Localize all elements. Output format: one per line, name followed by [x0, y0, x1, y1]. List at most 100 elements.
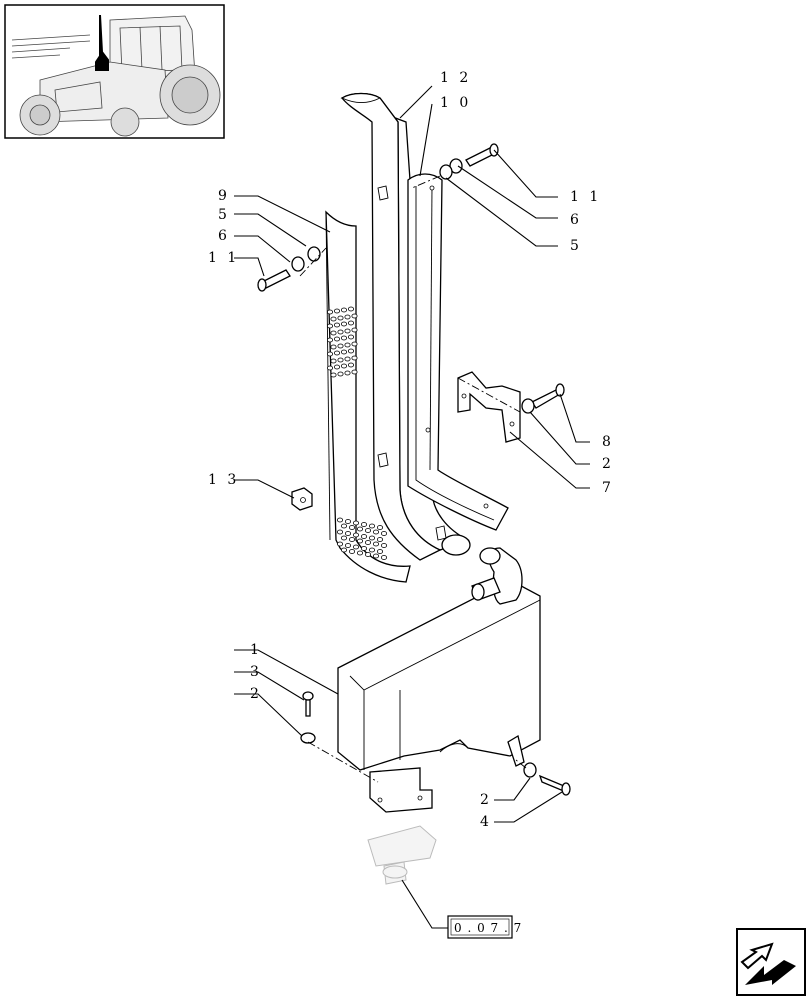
- perforation-hole: [352, 532, 359, 538]
- perforation-hole: [344, 356, 351, 362]
- exhaust-tail-pipe: [340, 92, 471, 561]
- callout-6-left: 6: [218, 228, 230, 244]
- perforation-hole: [352, 544, 359, 550]
- callout-5-right: 5: [570, 238, 582, 254]
- tractor-thumbnail-icon: [4, 4, 225, 139]
- bolt-part-11-right: [439, 143, 499, 180]
- callout-2-right: 2: [480, 792, 492, 808]
- callout-4: 4: [480, 814, 492, 830]
- perforation-hole: [337, 357, 344, 363]
- perforation-hole: [340, 321, 347, 327]
- perforation-hole: [340, 363, 347, 369]
- perforation-hole: [340, 547, 347, 553]
- perforation-hole: [344, 370, 351, 376]
- perforated-heat-shield: [325, 210, 411, 583]
- perforation-hole: [376, 525, 383, 530]
- perforation-hole: [336, 529, 343, 535]
- callout-13: 1 3: [208, 472, 239, 488]
- perforation-hole: [372, 553, 379, 559]
- perforation-hole: [364, 528, 371, 533]
- perforation-hole: [337, 371, 344, 377]
- perforation-hole: [330, 316, 337, 322]
- perforation-hole: [326, 309, 333, 315]
- perforation-hole: [368, 547, 375, 553]
- perforation-hole: [368, 523, 375, 529]
- perforation-hole: [330, 372, 337, 378]
- ghost-connecting-part: [367, 825, 437, 885]
- perforation-hole: [376, 537, 383, 542]
- perforation-hole: [347, 334, 354, 340]
- perforation-hole: [340, 307, 347, 313]
- bolt-part-11-left: [257, 246, 321, 292]
- perforation-hole: [356, 538, 363, 544]
- callout-7: 7: [602, 480, 614, 496]
- perforation-hole: [344, 314, 351, 320]
- perforation-hole: [330, 344, 337, 350]
- callout-6-right: 6: [570, 212, 582, 228]
- callout-1: 1: [250, 642, 262, 658]
- perforation-hole: [372, 529, 379, 535]
- perforation-hole: [336, 517, 343, 523]
- perforation-hole: [340, 349, 347, 355]
- callout-leaders: [234, 85, 590, 929]
- next-page-arrow-icon[interactable]: [736, 928, 806, 996]
- callout-5-left: 5: [218, 207, 230, 223]
- perforation-hole: [348, 525, 355, 530]
- perforation-hole: [351, 327, 358, 333]
- perforation-hole: [337, 343, 344, 349]
- perforation-hole: [337, 329, 344, 335]
- perforation-hole: [356, 550, 363, 556]
- callout-11-right: 1 1: [570, 189, 601, 205]
- perforation-hole: [348, 537, 355, 542]
- perforation-hole: [340, 335, 347, 341]
- bolt-part-4: [523, 762, 571, 796]
- bolt-part-3: [300, 691, 316, 744]
- perforation-hole: [326, 337, 333, 343]
- perforation-hole: [344, 342, 351, 348]
- callout-2-left: 2: [250, 686, 262, 702]
- bolt-part-8: [521, 383, 565, 414]
- pipe-shield: [407, 173, 509, 531]
- perforation-hole: [330, 330, 337, 336]
- perforation-hole: [347, 348, 354, 354]
- reference-box[interactable]: 0 . 0 7 . 7: [447, 915, 522, 939]
- perforation-hole: [344, 328, 351, 334]
- perforation-hole: [351, 341, 358, 347]
- perforation-hole: [360, 522, 367, 527]
- perforation-hole: [380, 543, 387, 548]
- callout-9: 9: [218, 188, 230, 204]
- perforation-hole: [364, 552, 371, 557]
- perforation-hole: [333, 336, 340, 342]
- perforation-hole: [336, 541, 343, 547]
- perforation-hole: [330, 358, 337, 364]
- perforation-hole: [337, 315, 344, 321]
- callout-2-bracket: 2: [602, 456, 614, 472]
- perforation-hole: [360, 546, 367, 551]
- perforation-hole: [352, 520, 359, 526]
- perforation-hole: [340, 535, 347, 541]
- perforation-hole: [347, 306, 354, 312]
- mounting-bracket: [457, 371, 521, 443]
- perforation-hole: [333, 364, 340, 370]
- callout-8: 8: [602, 434, 614, 450]
- callout-12: 1 2: [440, 70, 471, 86]
- perforation-hole: [340, 523, 347, 529]
- perforation-hole: [326, 323, 333, 329]
- perforation-hole: [347, 362, 354, 368]
- perforation-hole: [380, 531, 387, 536]
- callout-labels: 1 2 1 0 9 5 6 1 1 1 1 6 5 8 2 7 1 3 1 3 …: [208, 70, 614, 830]
- perforation-hole: [351, 369, 358, 375]
- perforation-hole: [364, 540, 371, 545]
- callout-3: 3: [250, 664, 262, 680]
- callout-10: 1 0: [440, 95, 471, 111]
- callout-11-left: 1 1: [208, 250, 239, 266]
- perforation-hole: [368, 535, 375, 541]
- perforation-hole: [347, 320, 354, 326]
- perforation-hole: [326, 365, 333, 371]
- muffler-body: [337, 547, 541, 813]
- perforation-hole: [344, 543, 351, 548]
- clip-part: [291, 487, 313, 511]
- perforation-hole: [351, 313, 358, 319]
- alignment-lines: [299, 175, 527, 783]
